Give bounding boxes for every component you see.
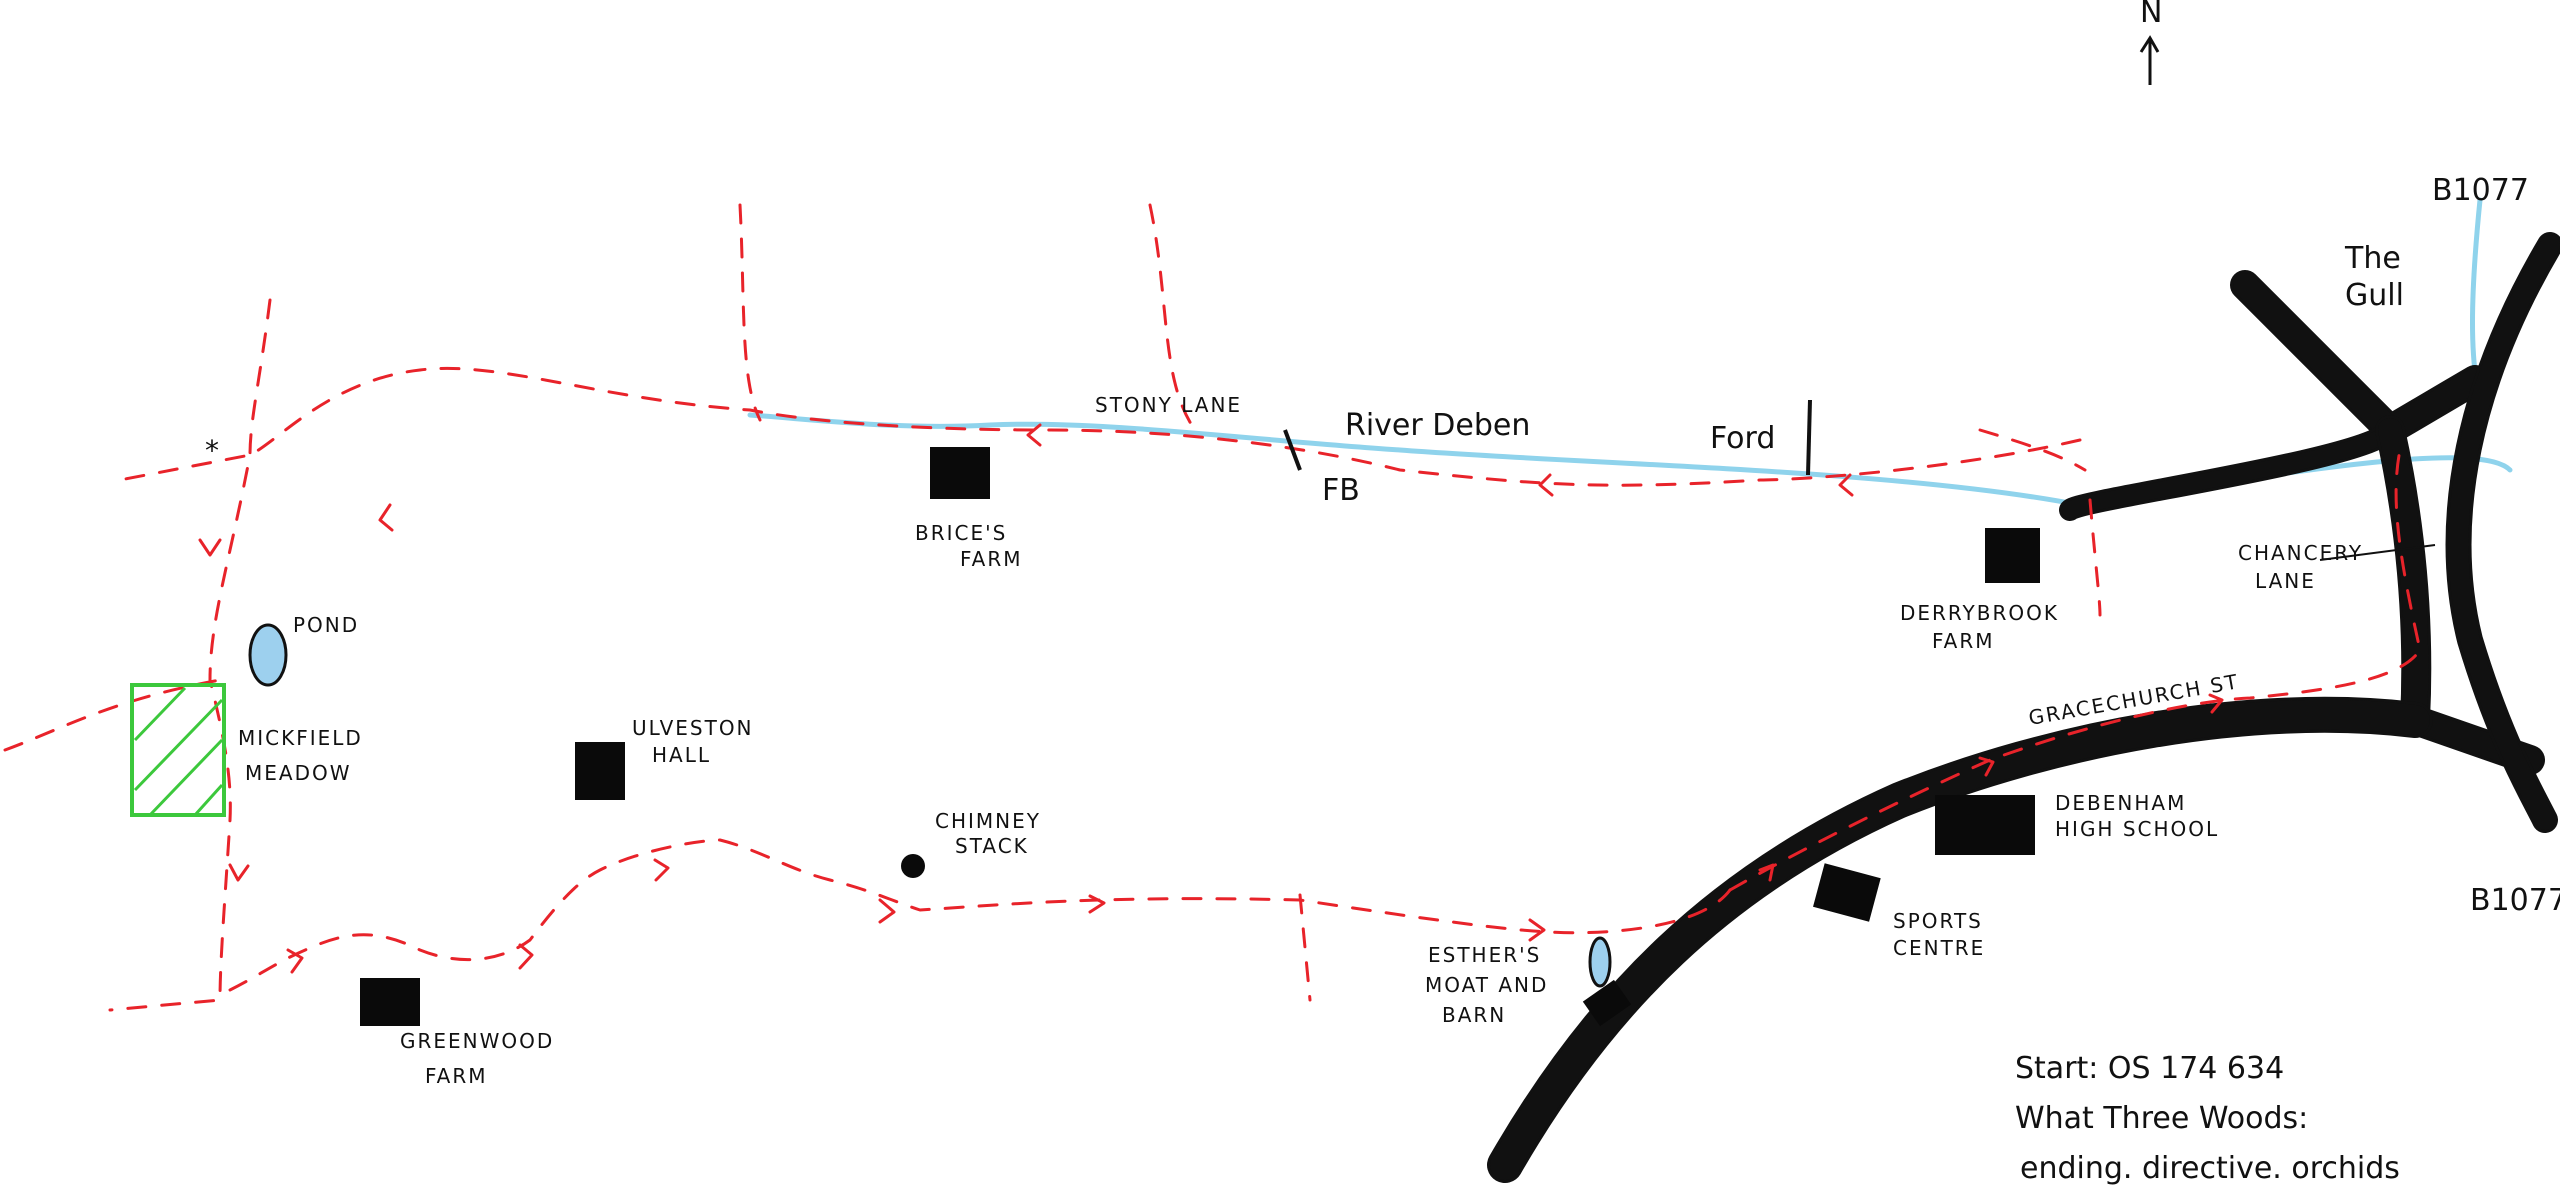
moat <box>1588 936 1612 988</box>
greenwood-farm-building <box>360 978 420 1026</box>
derrybrook-farm-building <box>1985 528 2040 583</box>
north-label: N <box>2140 0 2162 30</box>
moat-label-2: MOAT AND <box>1425 973 1548 997</box>
chancery-lane-label-2: LANE <box>2255 569 2316 593</box>
derrybrook-label-2: FARM <box>1932 629 1995 653</box>
brices-farm-label-1: BRICE'S <box>915 521 1007 545</box>
ulveston-hall-building <box>575 742 625 800</box>
river-deben-label: River Deben <box>1345 408 1530 443</box>
roads <box>1487 232 2560 1183</box>
school-label-1: DEBENHAM <box>2055 791 2186 815</box>
sports-centre-building <box>1813 863 1881 922</box>
greenwood-label-2: FARM <box>425 1064 488 1088</box>
b1077-top-label: B1077 <box>2432 173 2529 208</box>
pond-label: POND <box>293 613 359 637</box>
brices-farm-building <box>930 447 990 499</box>
barn-building <box>1582 979 1632 1027</box>
chimney-label-1: CHIMNEY <box>935 809 1041 833</box>
footbridge-mark <box>1283 429 1302 471</box>
meadow-label-2: MEADOW <box>245 761 352 785</box>
high-school-building <box>1935 795 2035 855</box>
what3words-label: What Three Woods: <box>2015 1101 2308 1136</box>
the-gull-label-2: Gull <box>2345 278 2404 313</box>
meadow-hatching <box>133 686 224 817</box>
footpaths <box>3 203 2422 1012</box>
start-grid-ref: Start: OS 174 634 <box>2015 1051 2284 1086</box>
ulveston-label-1: ULVESTON <box>632 716 754 740</box>
ford-mark <box>1806 399 1812 476</box>
b1077-bottom-label: B1077 <box>2470 883 2560 918</box>
north-arrow-icon <box>2139 35 2160 85</box>
moat-label-1: ESTHER'S <box>1428 943 1541 967</box>
pond <box>248 623 288 687</box>
greenwood-label-1: GREENWOOD <box>400 1029 554 1053</box>
asterisk-icon: * <box>205 434 219 467</box>
moat-label-3: BARN <box>1442 1003 1506 1027</box>
brices-farm-label-2: FARM <box>960 547 1023 571</box>
ford-label: Ford <box>1710 421 1775 456</box>
chimney-stack-marker <box>901 854 925 878</box>
the-gull-label-1: The <box>2344 241 2401 276</box>
chancery-pointer <box>2319 544 2436 561</box>
meadow-area <box>130 683 226 817</box>
stony-lane-label: STONY LANE <box>1095 393 1242 417</box>
sports-centre-label-1: SPORTS <box>1893 909 1983 933</box>
sports-centre-label-2: CENTRE <box>1893 936 1985 960</box>
derrybrook-label-1: DERRYBROOK <box>1900 601 2059 625</box>
chancery-lane-label-1: CHANCERY <box>2238 541 2363 565</box>
chimney-label-2: STACK <box>955 834 1029 858</box>
footbridge-label: FB <box>1322 473 1360 508</box>
meadow-label-1: MICKFIELD <box>238 726 363 750</box>
river-deben <box>747 197 2513 508</box>
ulveston-label-2: HALL <box>652 743 711 767</box>
school-label-2: HIGH SCHOOL <box>2055 817 2219 841</box>
what3words-value: ending. directive. orchids <box>2020 1151 2400 1186</box>
